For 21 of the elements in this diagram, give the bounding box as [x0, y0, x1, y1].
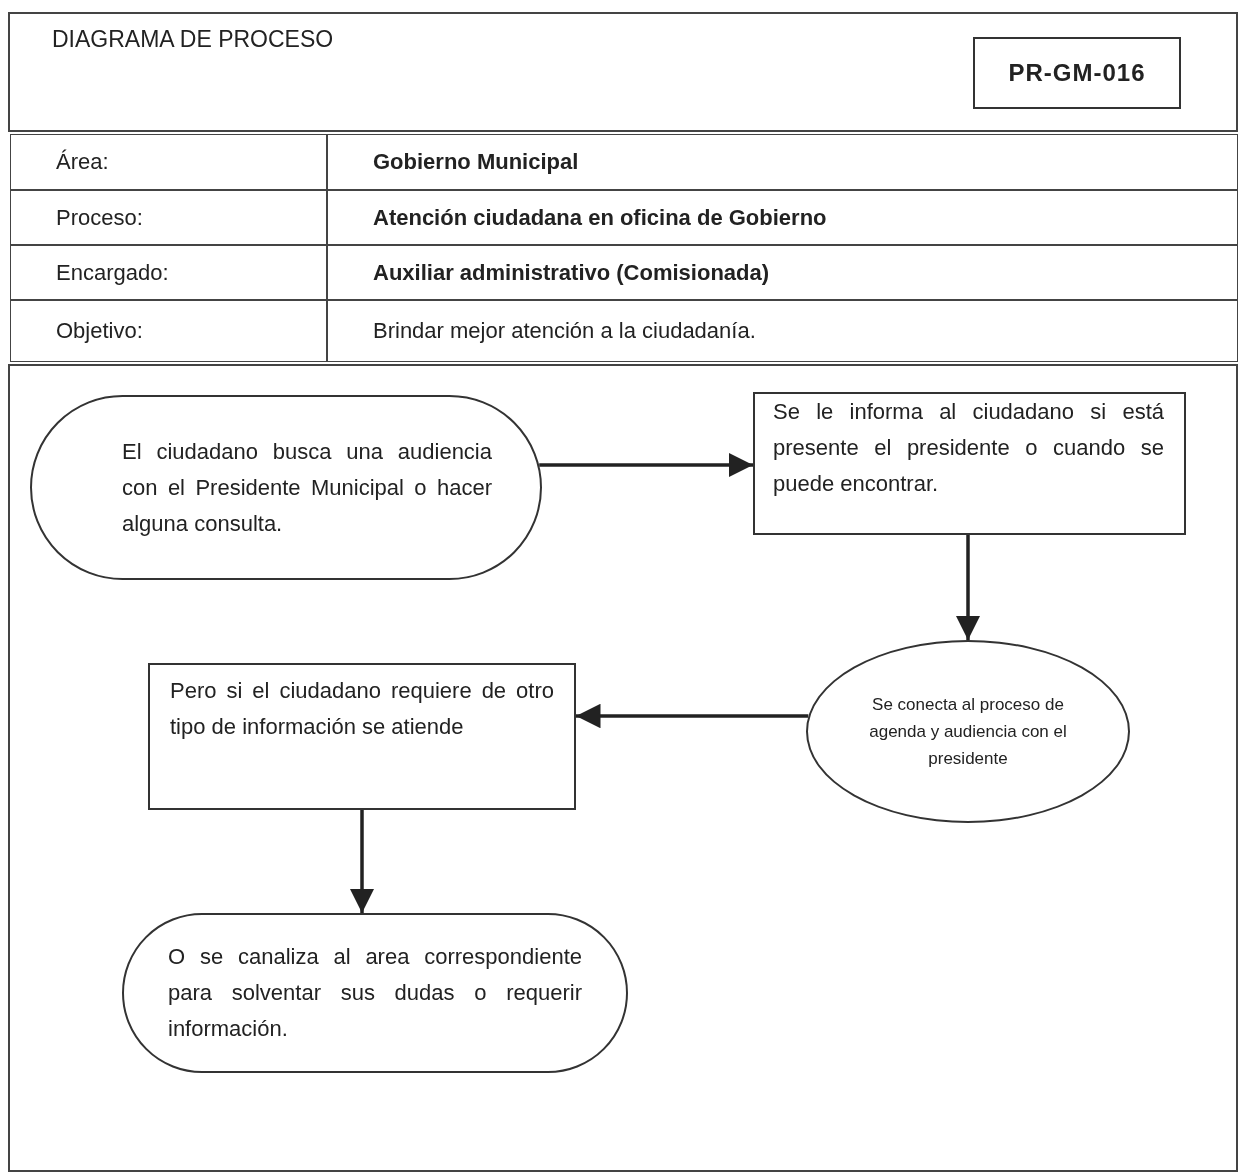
field-label: Proceso:: [10, 190, 327, 245]
process-box: [148, 663, 576, 810]
node-text: Se le informa al ciudadano si está presente el presidente o cuando se puede encontrar.: [773, 398, 1164, 498]
field-label: Encargado:: [10, 245, 327, 300]
node-text: El ciudadano busca una audiencia con el Presidente Municipal o hacer alguna consulta.: [122, 437, 492, 538]
arrow: [576, 703, 809, 729]
arrow: [955, 535, 981, 640]
field-label: Objetivo:: [10, 300, 327, 362]
field-value: Gobierno Municipal: [327, 134, 1238, 190]
diagram-title: DIAGRAMA DE PROCESO: [52, 26, 334, 53]
document-code: PR-GM-016: [973, 37, 1181, 109]
field-value: Auxiliar administrativo (Comisionada): [327, 245, 1238, 300]
arrow: [539, 452, 753, 478]
field-label: Área:: [10, 134, 327, 190]
process-box: [753, 392, 1186, 535]
arrow: [349, 810, 375, 913]
node-text: Pero si el ciudadano requiere de otro tipo de información se atiende: [170, 677, 554, 741]
node-text: Se conecta al proceso de agenda y audiencia con el presidente: [868, 694, 1068, 770]
field-value: Atención ciudadana en oficina de Gobierno: [327, 190, 1238, 245]
field-value: Brindar mejor atención a la ciudadanía.: [327, 300, 1238, 362]
node-text: O se canaliza al area correspondiente para solventar sus dudas o requerir información.: [168, 943, 582, 1043]
